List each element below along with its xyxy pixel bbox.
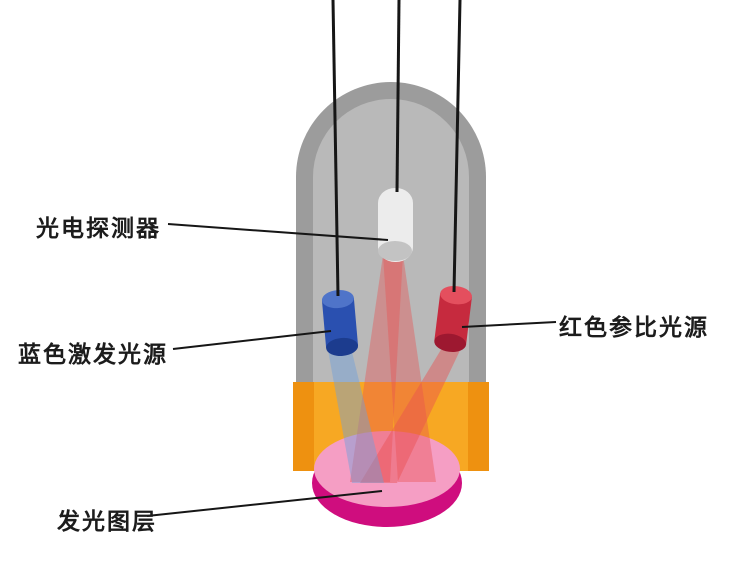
wire-photodetector: [395, 0, 401, 193]
blue-led-component: [321, 290, 359, 356]
photodetector-base: [378, 241, 412, 261]
red-led-component: [434, 286, 472, 352]
emissive-disc-top: [314, 431, 460, 507]
label-emissive-layer: 发光图层: [57, 508, 157, 534]
pointer-emissive-layer: [146, 490, 383, 517]
wire-blue-led: [331, 0, 340, 297]
blue-led-base: [326, 337, 359, 356]
blue-led-body: [321, 297, 359, 349]
label-photodetector: 光电探测器: [36, 215, 161, 241]
blue-led-top: [321, 290, 354, 309]
pointer-photodetector: [167, 223, 389, 241]
pointer-red-source: [461, 321, 557, 328]
pointer-blue-source: [172, 330, 332, 350]
red-beam-reference-source: [360, 342, 464, 483]
label-red-reference-source: 红色参比光源: [559, 314, 709, 340]
orange-band-right-edge: [468, 382, 489, 471]
blue-beam-excitation: [328, 350, 384, 483]
wire-red-led: [452, 0, 462, 293]
red-beam-detector-right: [383, 255, 436, 482]
red-led-base: [434, 333, 467, 352]
red-led-top: [440, 286, 472, 305]
red-led-body: [434, 293, 472, 345]
orange-band-left-edge: [293, 382, 314, 471]
photodetector-component: [378, 188, 413, 262]
red-beam-detector-left: [350, 255, 403, 482]
label-blue-excitation-source: 蓝色激发光源: [18, 341, 168, 367]
